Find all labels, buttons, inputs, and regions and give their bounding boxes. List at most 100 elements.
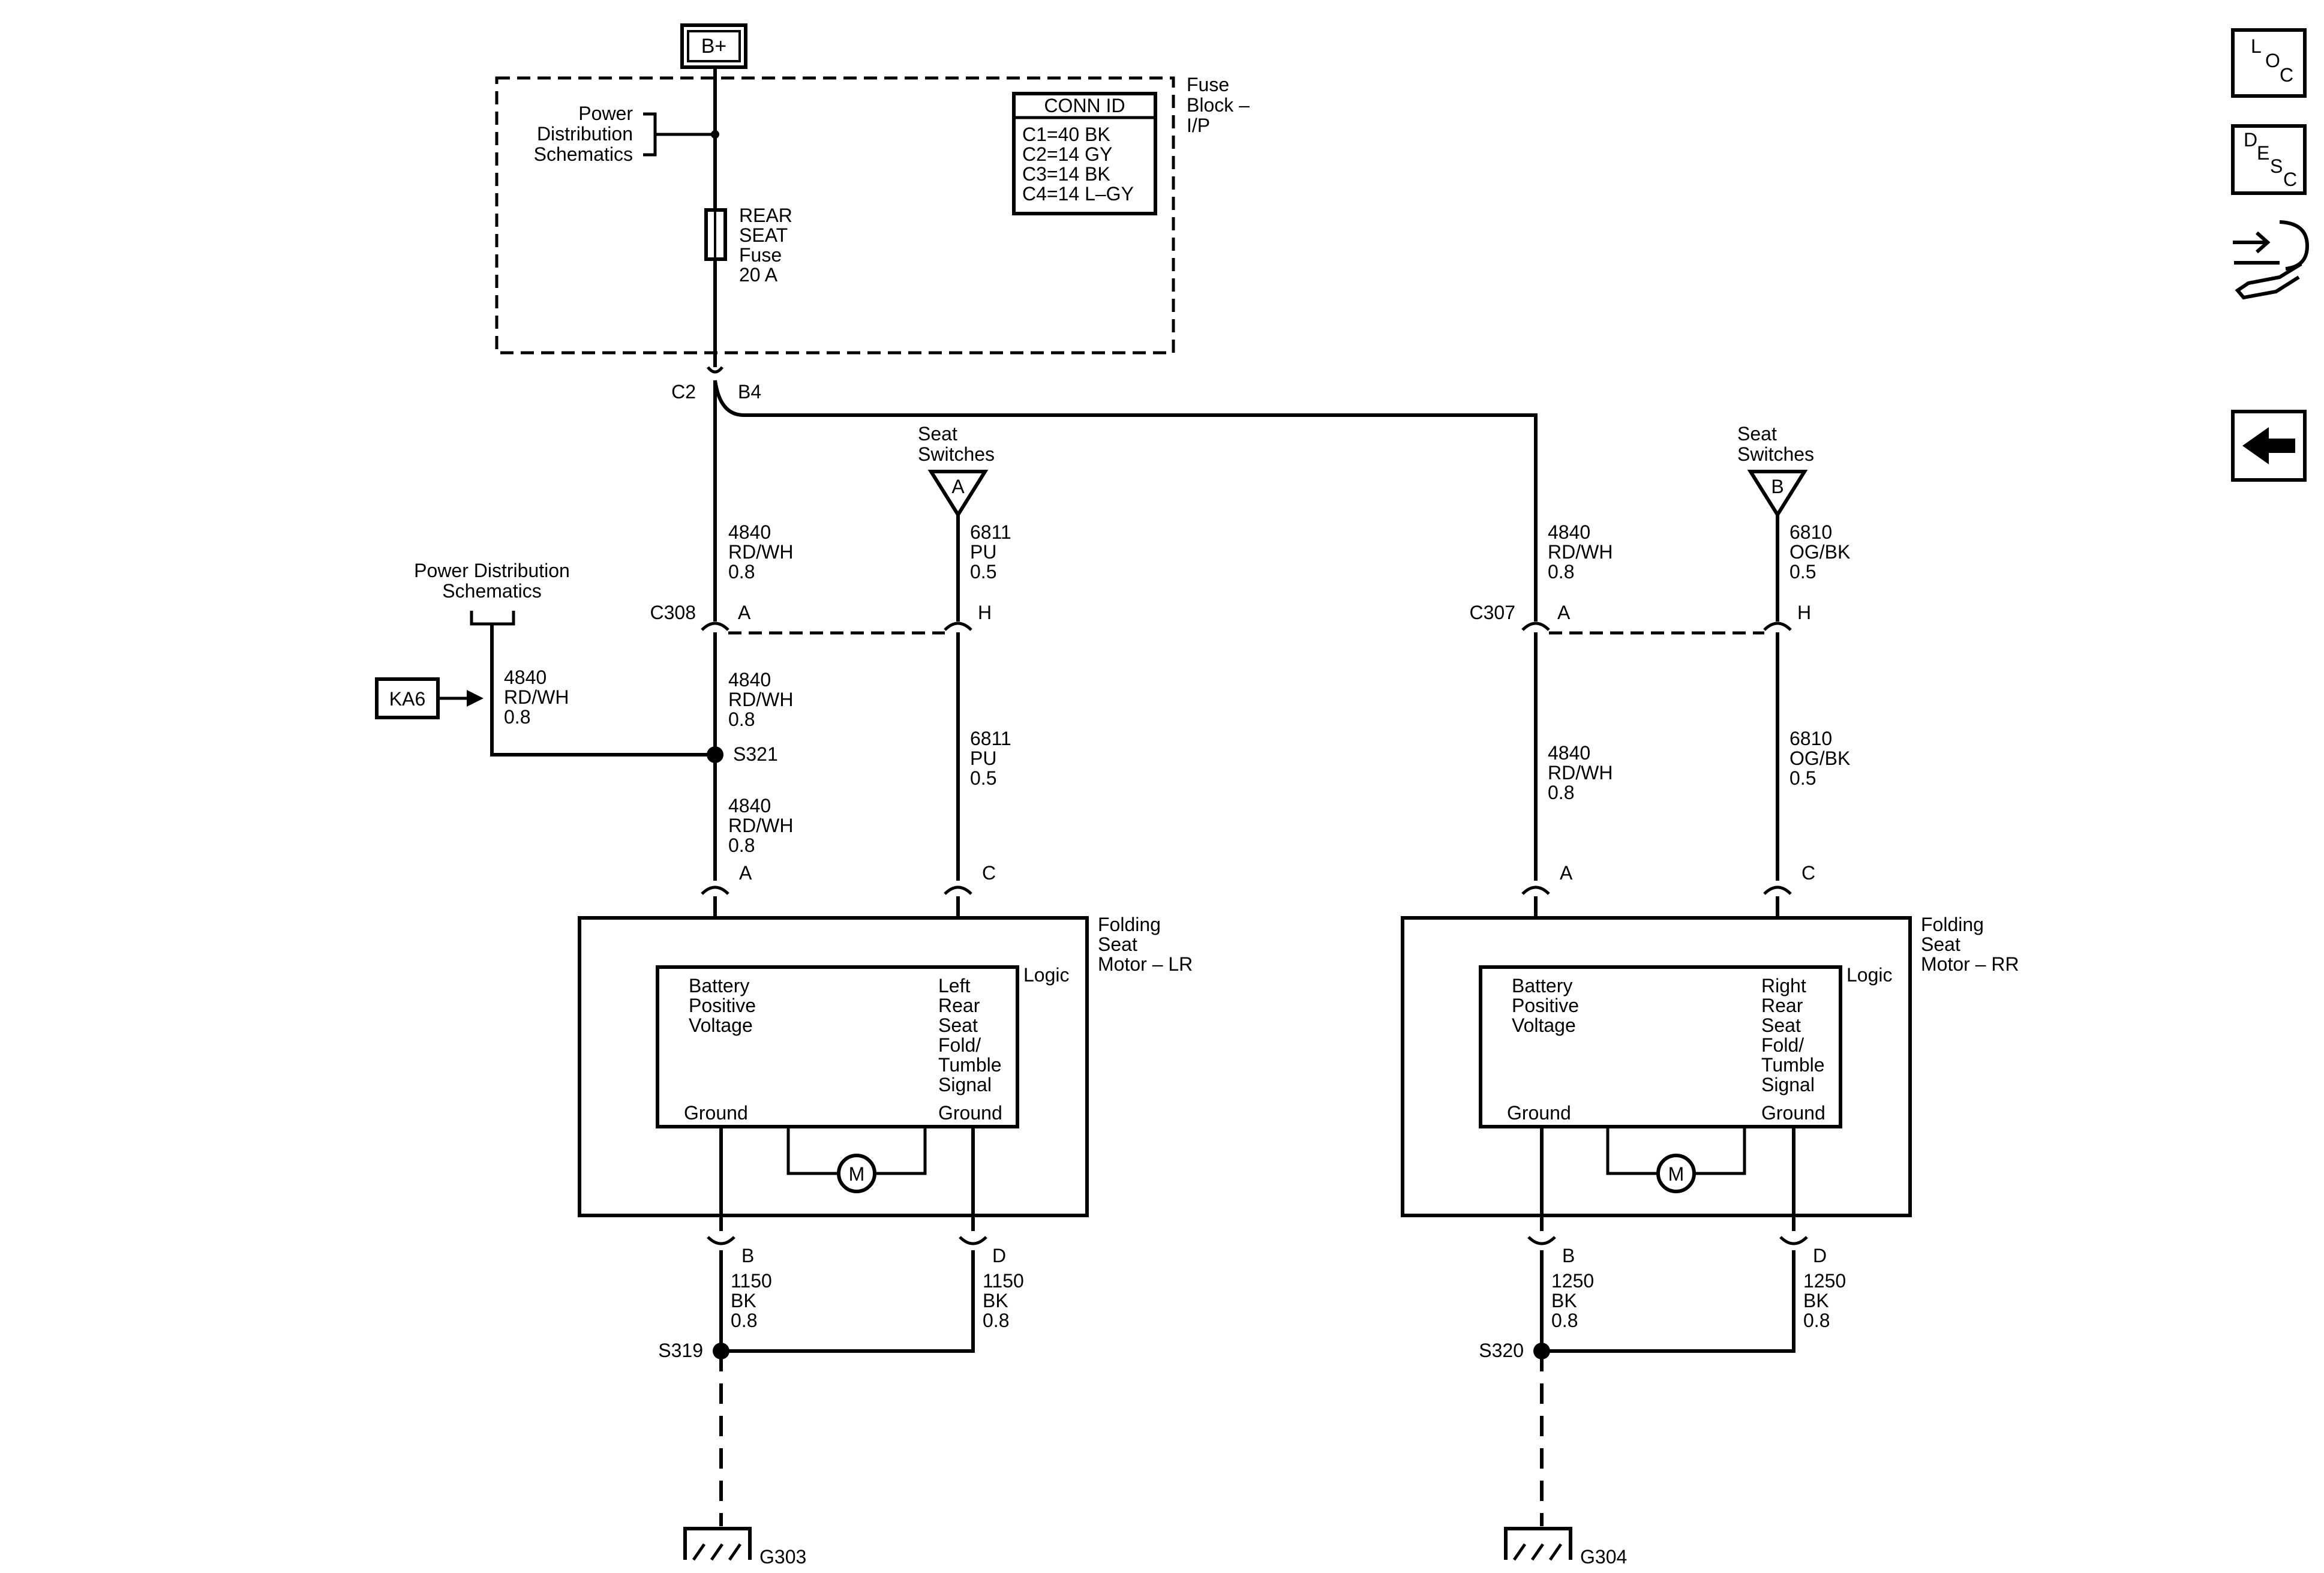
b-plus-label: B+ [701, 35, 727, 58]
fuse-line-4: 20 A [739, 264, 778, 286]
seat-switches-a-symbol: A [951, 476, 965, 497]
connector-c2: C2 B4 [671, 366, 761, 403]
wire-label-6810-upper: 6810 OG/BK 0.5 [1789, 521, 1850, 583]
svg-text:OG/BK: OG/BK [1789, 748, 1850, 769]
svg-text:Seat: Seat [1098, 933, 1137, 955]
motor-lr-pin-d: D [992, 1245, 1006, 1266]
ka6-label: KA6 [389, 688, 425, 710]
svg-text:4840: 4840 [1548, 521, 1590, 543]
wire-label-4840-ka6: 4840 RD/WH 0.8 [504, 667, 569, 728]
back-arrow-button[interactable] [2231, 410, 2307, 482]
motor-lr-logic-box [656, 965, 1019, 1128]
svg-text:Seat: Seat [1921, 933, 1960, 955]
ground-g304: G304 [1504, 1527, 1627, 1568]
desc-letter-c: C [2283, 169, 2297, 190]
seat-switches-a-line-2: Switches [918, 443, 995, 465]
power-source-b-plus: B+ [680, 23, 747, 69]
loc-letter-l: L [2251, 35, 2262, 57]
wire-label-4840-upper-left: 4840 RD/WH 0.8 [728, 521, 793, 583]
svg-text:Signal: Signal [1761, 1074, 1815, 1095]
wire-1150-d [721, 1250, 975, 1353]
g303-label: G303 [759, 1546, 806, 1568]
c307-pin-a: A [1557, 602, 1571, 623]
svg-text:4840: 4840 [504, 667, 547, 688]
motor-lr-connector-bottom: B D [707, 1236, 1006, 1266]
conn-id-row-3: C3=14 BK [1022, 163, 1110, 185]
motor-rr-pin-b: B [1562, 1245, 1575, 1266]
svg-text:RD/WH: RD/WH [728, 815, 793, 836]
svg-text:1150: 1150 [983, 1270, 1024, 1292]
svg-text:0.8: 0.8 [728, 561, 755, 583]
svg-text:4840: 4840 [728, 521, 771, 543]
description-button[interactable]: D E S C [2231, 124, 2307, 195]
svg-text:6810: 6810 [1789, 521, 1832, 543]
svg-text:0.5: 0.5 [970, 767, 996, 789]
motor-rr-logic-label: Logic [1846, 964, 1893, 986]
svg-text:Motor – LR: Motor – LR [1098, 953, 1193, 975]
seat-switches-b-line-1: Seat [1737, 423, 1777, 445]
rear-seat-fuse: REAR SEAT Fuse 20 A [704, 205, 792, 286]
desc-letter-s: S [2270, 155, 2283, 177]
desc-letter-e: E [2257, 142, 2269, 164]
svg-text:RD/WH: RD/WH [1548, 762, 1613, 784]
svg-text:BK: BK [983, 1290, 1008, 1311]
repair-procedure-icon[interactable] [2233, 220, 2310, 300]
s320-label: S320 [1479, 1340, 1524, 1361]
svg-text:Voltage: Voltage [1512, 1014, 1576, 1036]
wire-1250-d [1542, 1250, 1795, 1353]
svg-text:Folding: Folding [1098, 914, 1161, 935]
folding-seat-motor-lr: Folding Seat Motor – LR Logic Battery Po… [578, 914, 1193, 1217]
svg-text:BK: BK [731, 1290, 756, 1311]
s321-label: S321 [733, 743, 778, 765]
svg-text:BK: BK [1803, 1290, 1829, 1311]
power-dist-line-3: Schematics [534, 143, 633, 165]
motor-lr-ground-right: Ground [938, 1102, 1002, 1124]
svg-text:Fold/: Fold/ [938, 1034, 981, 1056]
fuse-block-outline [495, 76, 1175, 355]
location-button[interactable]: L O C [2231, 28, 2307, 98]
wire-label-6810-lower: 6810 OG/BK 0.5 [1789, 728, 1850, 789]
svg-text:Tumble: Tumble [938, 1054, 1002, 1076]
wire-label-1150-d: 1150 BK 0.8 [983, 1270, 1024, 1331]
splice-s319: S319 [658, 1340, 729, 1361]
c2-label: C2 [671, 381, 696, 403]
conn-id-title: CONN ID [1044, 95, 1125, 116]
c308-label: C308 [650, 602, 696, 623]
seat-switches-a-line-1: Seat [918, 423, 957, 445]
left-arrow-icon [2242, 427, 2295, 464]
svg-text:Tumble: Tumble [1761, 1054, 1825, 1076]
wire-label-1250-b: 1250 BK 0.8 [1551, 1270, 1594, 1331]
conn-id-table: CONN ID C1=40 BK C2=14 GY C3=14 BK C4=14… [1012, 92, 1157, 215]
g304-label: G304 [1580, 1546, 1627, 1568]
svg-text:0.8: 0.8 [731, 1310, 757, 1331]
fuse-line-2: SEAT [739, 224, 788, 246]
svg-text:Seat: Seat [1761, 1014, 1801, 1036]
svg-text:6811: 6811 [970, 521, 1011, 543]
power-dist-left-line-2: Schematics [442, 580, 541, 602]
svg-text:RD/WH: RD/WH [504, 686, 569, 708]
motor-lr-logic-label: Logic [1023, 964, 1070, 986]
fuse-power-distribution-ref: Power Distribution Schematics [534, 103, 719, 165]
svg-text:Voltage: Voltage [689, 1014, 753, 1036]
fuse-block-line-1: Fuse [1187, 74, 1229, 95]
fuse-line-3: Fuse [739, 244, 782, 266]
connector-c308: C308 A H [650, 602, 992, 650]
desc-letter-d: D [2244, 129, 2257, 151]
seat-switches-b: Seat Switches B [1737, 423, 1814, 518]
motor-rr-logic-box [1479, 965, 1842, 1128]
svg-text:6810: 6810 [1789, 728, 1832, 749]
svg-text:RD/WH: RD/WH [728, 689, 793, 710]
fuse-block-line-3: I/P [1187, 115, 1210, 136]
c307-pin-h: H [1797, 602, 1811, 623]
loc-letter-o: O [2265, 50, 2280, 71]
c307-label: C307 [1470, 602, 1516, 623]
svg-text:Right: Right [1761, 975, 1806, 996]
power-dist-left-line-1: Power Distribution [414, 560, 570, 581]
svg-text:0.8: 0.8 [1548, 782, 1574, 803]
motor-rr-pin-a: A [1560, 862, 1573, 884]
svg-text:1250: 1250 [1803, 1270, 1846, 1292]
wire-label-4840-s321-lower: 4840 RD/WH 0.8 [728, 795, 793, 856]
svg-text:PU: PU [970, 748, 996, 769]
motor-lr-pin-a: A [739, 862, 752, 884]
